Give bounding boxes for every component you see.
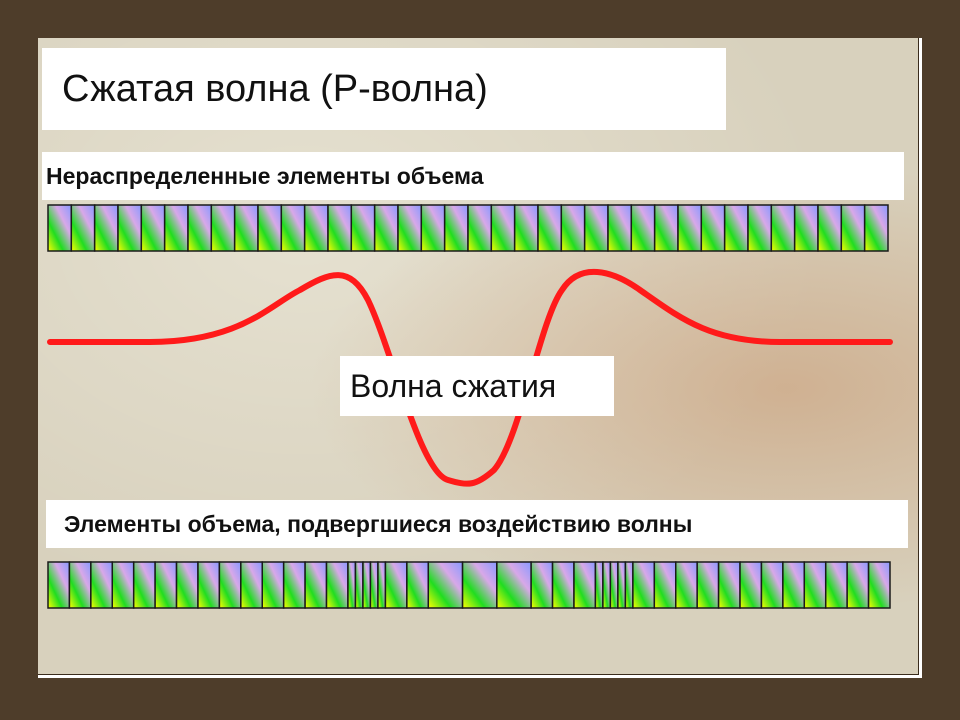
- volume-element-cell: [369, 561, 379, 609]
- volume-element-cell: [347, 561, 357, 609]
- volume-element-cell: [490, 204, 516, 252]
- volume-element-cell: [696, 561, 720, 609]
- volume-element-cell: [653, 204, 679, 252]
- volume-element-cell: [594, 561, 604, 609]
- volume-element-cell: [420, 204, 446, 252]
- volume-element-cell: [675, 561, 698, 609]
- volume-element-cell: [47, 204, 73, 252]
- volume-element-cell: [261, 561, 285, 609]
- compression-wave-label: Волна сжатия: [340, 356, 614, 416]
- volume-element-cell: [583, 204, 609, 252]
- volume-element-cell: [560, 204, 586, 252]
- volume-element-cell: [377, 561, 387, 609]
- disturbed-strip: [47, 561, 891, 609]
- volume-element-cell: [496, 561, 532, 609]
- volume-element-cell: [406, 561, 430, 609]
- volume-element-cell: [197, 561, 221, 609]
- compression-wave-curve: [47, 268, 893, 487]
- volume-element-cell: [233, 204, 259, 252]
- volume-element-cell: [303, 204, 329, 252]
- volume-element-cell: [782, 561, 806, 609]
- volume-element-cell: [93, 204, 119, 252]
- volume-element-cell: [163, 204, 189, 252]
- volume-element-cell: [573, 561, 597, 609]
- volume-element-cell: [840, 204, 866, 252]
- volume-element-cell: [817, 204, 843, 252]
- volume-element-cell: [846, 561, 870, 609]
- volume-element-cell: [617, 561, 627, 609]
- volume-element-cell: [111, 561, 135, 609]
- volume-element-cell: [607, 204, 633, 252]
- volume-element-cell: [867, 561, 891, 609]
- volume-element-cell: [384, 561, 408, 609]
- volume-element-cell: [187, 204, 213, 252]
- volume-element-cell: [350, 204, 376, 252]
- volume-element-cell: [461, 561, 498, 609]
- volume-element-cell: [632, 561, 656, 609]
- volume-element-cell: [240, 561, 263, 609]
- volume-element-cell: [154, 561, 178, 609]
- volume-element-cell: [609, 561, 619, 609]
- volume-element-cell: [630, 204, 656, 252]
- volume-element-cell: [530, 561, 554, 609]
- disturbed-label: Элементы объема, подвергшиеся воздействи…: [46, 500, 908, 548]
- volume-element-cell: [140, 204, 166, 252]
- volume-element-cell: [803, 561, 827, 609]
- volume-element-cell: [175, 561, 199, 609]
- volume-element-cell: [747, 204, 773, 252]
- volume-element-cell: [218, 561, 242, 609]
- volume-element-cell: [90, 561, 114, 609]
- volume-element-cell: [304, 561, 328, 609]
- volume-element-cell: [117, 204, 143, 252]
- volume-element-cell: [354, 561, 364, 609]
- volume-element-cell: [327, 204, 353, 252]
- undisturbed-label: Нераспределенные элементы объема: [42, 152, 904, 200]
- volume-element-cell: [770, 204, 796, 252]
- volume-element-cell: [723, 204, 749, 252]
- volume-element-cell: [325, 561, 349, 609]
- volume-element-cell: [467, 204, 493, 252]
- volume-element-cell: [257, 204, 283, 252]
- volume-element-cell: [70, 204, 96, 252]
- volume-element-cell: [760, 561, 784, 609]
- volume-element-cell: [793, 204, 819, 252]
- volume-element-cell: [513, 204, 539, 252]
- volume-element-cell: [280, 204, 306, 252]
- volume-element-cell: [653, 561, 677, 609]
- volume-element-cell: [677, 204, 703, 252]
- undisturbed-strip: [47, 204, 889, 252]
- volume-element-cell: [397, 204, 423, 252]
- volume-element-cell: [863, 204, 889, 252]
- volume-element-cell: [282, 561, 306, 609]
- volume-element-cell: [537, 204, 563, 252]
- volume-element-cell: [47, 561, 71, 609]
- volume-element-cell: [132, 561, 156, 609]
- volume-element-cell: [624, 561, 634, 609]
- volume-element-cell: [717, 561, 741, 609]
- slide-title: Сжатая волна (Р-волна): [42, 48, 726, 130]
- volume-element-cell: [824, 561, 848, 609]
- volume-element-cell: [443, 204, 469, 252]
- volume-element-cell: [700, 204, 726, 252]
- volume-element-cell: [602, 561, 612, 609]
- volume-element-cell: [68, 561, 92, 609]
- volume-element-cell: [362, 561, 372, 609]
- volume-element-cell: [210, 204, 236, 252]
- volume-element-cell: [551, 561, 575, 609]
- volume-element-cell: [427, 561, 464, 609]
- volume-element-cell: [373, 204, 399, 252]
- volume-element-cell: [739, 561, 763, 609]
